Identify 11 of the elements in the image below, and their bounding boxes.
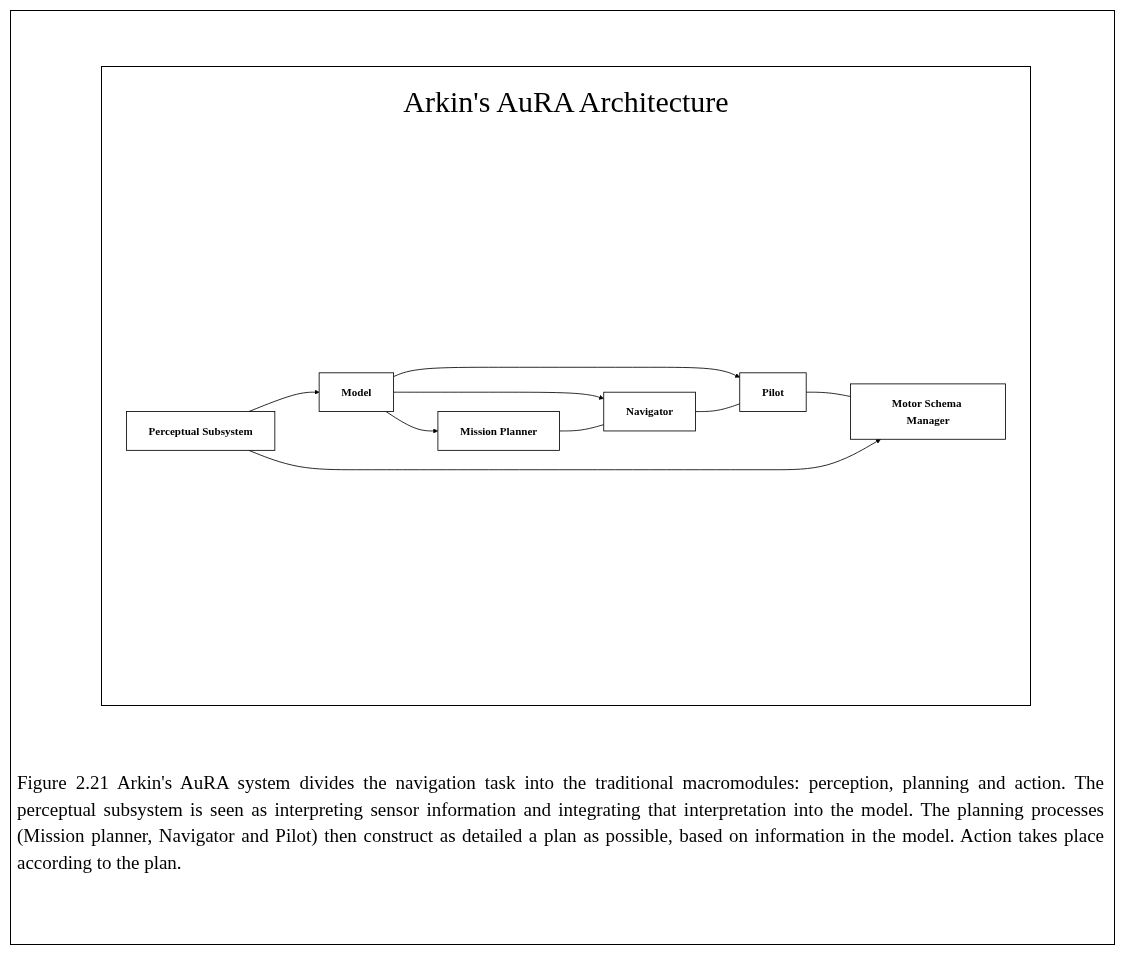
node-box: Mission Planner — [437, 411, 560, 451]
connector — [559, 424, 605, 432]
figure-caption: Figure 2.21 Arkin's AuRA system divides the navigation task into the traditional macromodules: perception, planning and action. The perceptual subsystem is seen as interpreting sensor information and integrating that interpretation into the model. The planning processes (Mission planner, Navigator and Pilot) then construct as detailed a plan as possible, based on information in the model. Action takes place according to the plan. — [17, 771, 1104, 875]
node-box: Navigator — [603, 391, 696, 432]
connector — [805, 391, 851, 397]
diagram-title: Arkin's AuRA Architecture — [403, 85, 729, 119]
node-box: Motor Schema Manager — [850, 383, 1006, 440]
node-box: Model — [318, 372, 394, 412]
node-box: Pilot — [739, 372, 807, 412]
connector — [695, 403, 741, 412]
node-box: Perceptual Subsystem — [126, 411, 276, 451]
